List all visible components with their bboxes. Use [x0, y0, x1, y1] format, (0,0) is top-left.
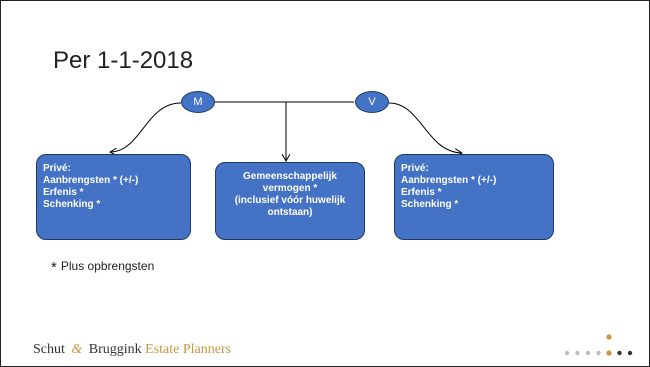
logo-bruggink: Bruggink — [88, 342, 142, 357]
right-arrow — [388, 102, 461, 153]
slide-title: Per 1-1-2018 — [53, 47, 194, 74]
progress-dot — [564, 350, 570, 356]
node-v: V — [355, 91, 389, 113]
footnote-star: * — [51, 259, 57, 276]
progress-dot — [627, 350, 633, 356]
progress-dot — [617, 350, 622, 356]
progress-dot — [575, 350, 580, 356]
progress-dot — [596, 350, 601, 356]
box-mid-line: (inclusief vóór huwelijk — [234, 195, 346, 206]
logo-schut: Schut — [33, 342, 65, 357]
box-left-line: Schenking * — [43, 199, 101, 210]
progress-dot-marker — [606, 334, 612, 340]
slide-progress-dots — [564, 334, 633, 356]
box-mid-line: ontstaan) — [267, 207, 313, 218]
box-prive-left: Privé: Aanbrengsten * (+/-) Erfenis * Sc… — [36, 154, 191, 240]
footnote: *Plus opbrengsten — [51, 259, 154, 276]
box-mid-line: vermogen * — [262, 183, 318, 194]
progress-dot — [585, 350, 591, 356]
node-m: M — [181, 91, 215, 113]
footnote-text: Plus opbrengsten — [60, 259, 155, 273]
logo-ampersand: & — [71, 342, 83, 357]
box-right-line: Aanbrengsten * (+/-) — [401, 175, 497, 186]
left-arrow — [111, 102, 182, 152]
box-left-line: Erfenis * — [43, 187, 84, 198]
box-prive-right: Privé: Aanbrengsten * (+/-) Erfenis * Sc… — [394, 154, 554, 240]
box-right-line: Privé: — [401, 163, 429, 174]
company-logo: Schut & Bruggink Estate Planners — [33, 342, 231, 358]
box-mid-line: Gemeenschappelijk — [243, 171, 337, 182]
box-right-line: Schenking * — [401, 199, 459, 210]
box-left-line: Privé: — [43, 163, 71, 174]
box-left-line: Aanbrengsten * (+/-) — [43, 175, 139, 186]
logo-estate-planners: Estate Planners — [145, 342, 232, 357]
box-gemeenschappelijk: Gemeenschappelijk vermogen * (inclusief … — [215, 162, 365, 240]
box-right-line: Erfenis * — [401, 187, 442, 198]
progress-dot-current — [606, 350, 612, 356]
